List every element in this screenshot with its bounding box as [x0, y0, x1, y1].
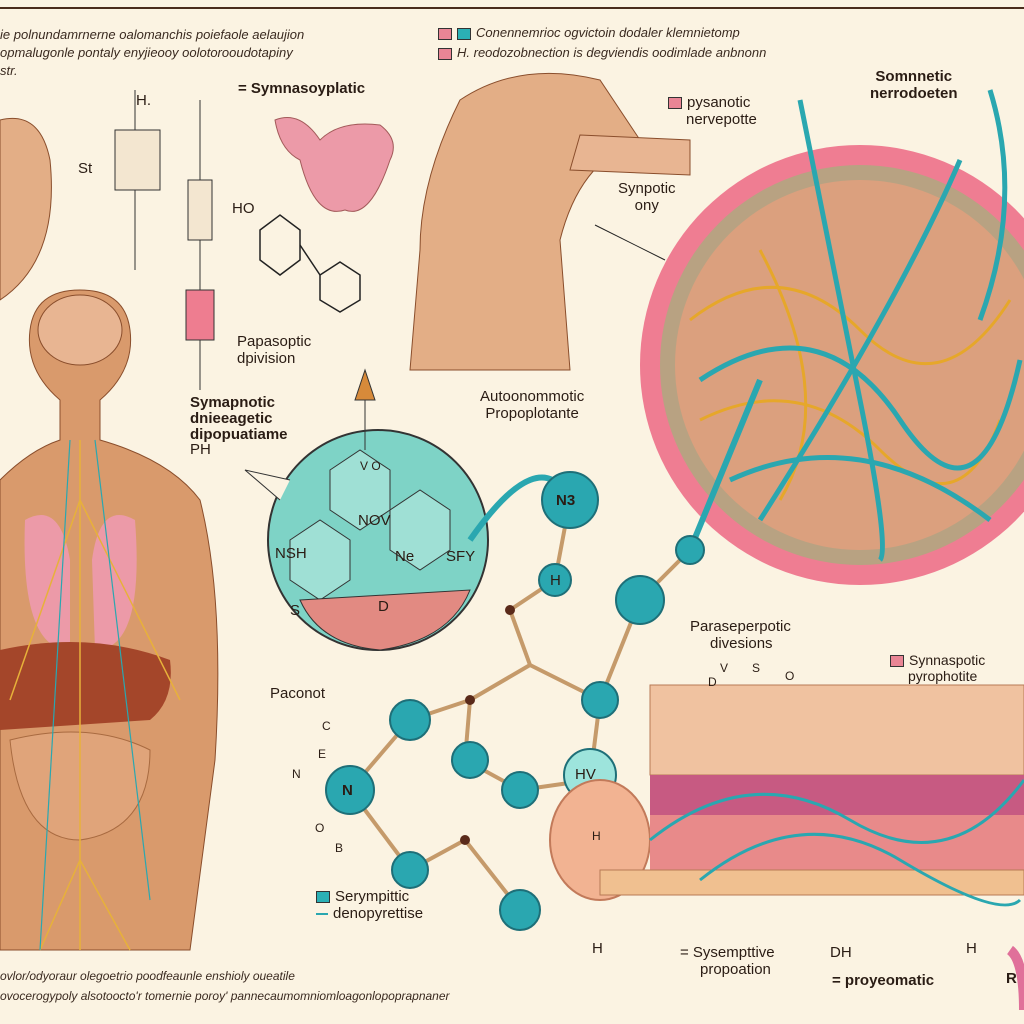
atom-label: H: [550, 572, 561, 589]
benzene-structure: [259, 214, 361, 313]
h-label: H: [966, 940, 977, 957]
human-body-figure: [0, 117, 219, 951]
hex-label: NSH: [275, 545, 307, 562]
hex-label: S: [290, 602, 301, 619]
paconot-label: Paconot: [270, 685, 326, 702]
ho-label: HO: [232, 200, 255, 217]
ring-label: C: [322, 719, 331, 733]
header-line: opmalugonle pontaly enyjieooy oolotoroou…: [0, 45, 293, 60]
d-label: D: [708, 675, 717, 689]
atom-label: H: [592, 829, 601, 843]
atom-label: HV: [575, 766, 596, 783]
nerve-cross-section: [640, 89, 1024, 585]
arrow-up-icon: [354, 368, 376, 450]
footer-line: ovlor/odyoraur olegoetrio poodfeaunle en…: [0, 969, 295, 983]
atom-label: N: [342, 782, 353, 799]
tissue-layers: [599, 684, 1024, 907]
hex-label: D: [378, 598, 389, 615]
st-label: St: [78, 160, 93, 177]
ring-label: O: [315, 821, 325, 835]
ring-label: E: [318, 747, 327, 761]
pink-swatch: [438, 47, 452, 60]
syringe-apparatus: [114, 90, 215, 390]
symnasoyplatic-label: = Symnasoyplatic: [238, 80, 366, 97]
header-line: ie polnundamrnerne oalomanchis poiefaole…: [0, 27, 305, 42]
hex-label: Ne: [395, 548, 415, 565]
h-label: H: [592, 940, 603, 957]
pointer-line: [594, 224, 666, 261]
legend-label: H. reodozobnection is degviendis oodimla…: [457, 45, 767, 60]
footer-line: ovocerogypoly alsotoocto'r tomernie poro…: [0, 989, 450, 1003]
o-label: O: [785, 669, 795, 683]
v-label: V: [720, 661, 729, 675]
knee-joint-illustration: [409, 72, 691, 371]
legend-item: Conennemrioc ogvictoin dodaler klemnieto…: [438, 25, 740, 41]
h-label: H.: [136, 92, 151, 109]
atom-label: N3: [556, 492, 576, 509]
ring-label: N: [292, 767, 301, 781]
dh-label: DH: [830, 944, 852, 961]
hex-label: NOV: [358, 512, 391, 529]
proyeomatic-label: = proyeomatic: [832, 972, 935, 989]
hexagon-magnifier: [244, 429, 489, 651]
legend-label: Conennemrioc ogvictoin dodaler klemnieto…: [476, 25, 740, 40]
hex-label: V O: [360, 459, 381, 473]
legend-item: H. reodozobnection is degviendis oodimla…: [438, 45, 767, 61]
ring-label: B: [335, 841, 344, 855]
pink-swatch: [438, 27, 452, 40]
header-line: str.: [0, 63, 18, 78]
uterus-illustration: [274, 117, 394, 212]
teal-swatch: [457, 27, 471, 40]
r-label: R: [1006, 970, 1017, 987]
hex-label: SFY: [446, 548, 476, 565]
s-label: S: [752, 661, 761, 675]
